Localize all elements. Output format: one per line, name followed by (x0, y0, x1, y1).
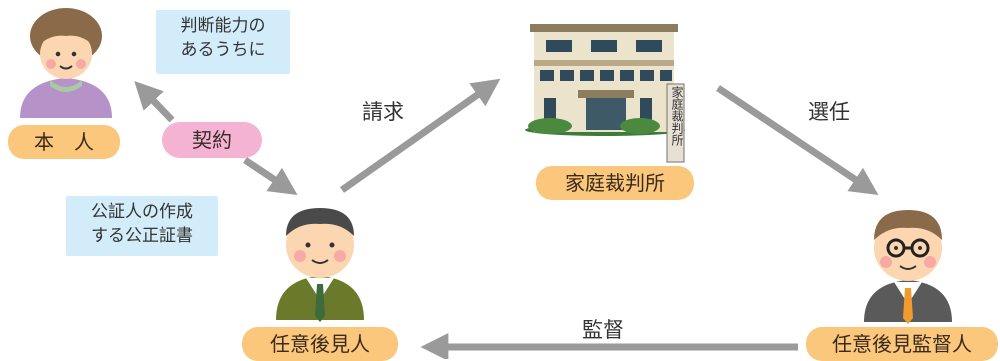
supervisor-label: 任意後見監督人 (806, 327, 998, 361)
man-icon (276, 208, 364, 322)
note-capacity-line1: 判断能力の (180, 16, 266, 36)
arrow-label-appoint: 選任 (808, 100, 850, 124)
arrow-appoint (716, 85, 879, 195)
note-capacity-line2: あるうちに (180, 40, 266, 60)
arrow-label-supervise: 監督 (582, 318, 624, 342)
principal-label: 本 人 (8, 125, 120, 159)
court-building-icon (525, 24, 685, 163)
court-label: 家庭裁判所 (536, 166, 694, 200)
arrow-contract-to-principal (134, 80, 175, 123)
arrow-request (339, 78, 501, 193)
note-deed-line1: 公証人の作成 (91, 202, 193, 222)
man-glasses-icon (864, 210, 952, 324)
arrow-contract-to-guardian (243, 157, 298, 195)
note-capacity: 判断能力の あるうちに (156, 10, 290, 74)
note-deed-line2: する公正証書 (91, 226, 193, 246)
contract-label: 契約 (162, 122, 262, 158)
elderly-woman-icon (20, 8, 112, 118)
court-sign: 家庭裁判所 (670, 86, 684, 146)
note-deed: 公証人の作成 する公正証書 (66, 196, 218, 256)
guardian-label: 任意後見人 (242, 327, 398, 361)
arrow-label-request: 請求 (362, 100, 404, 124)
